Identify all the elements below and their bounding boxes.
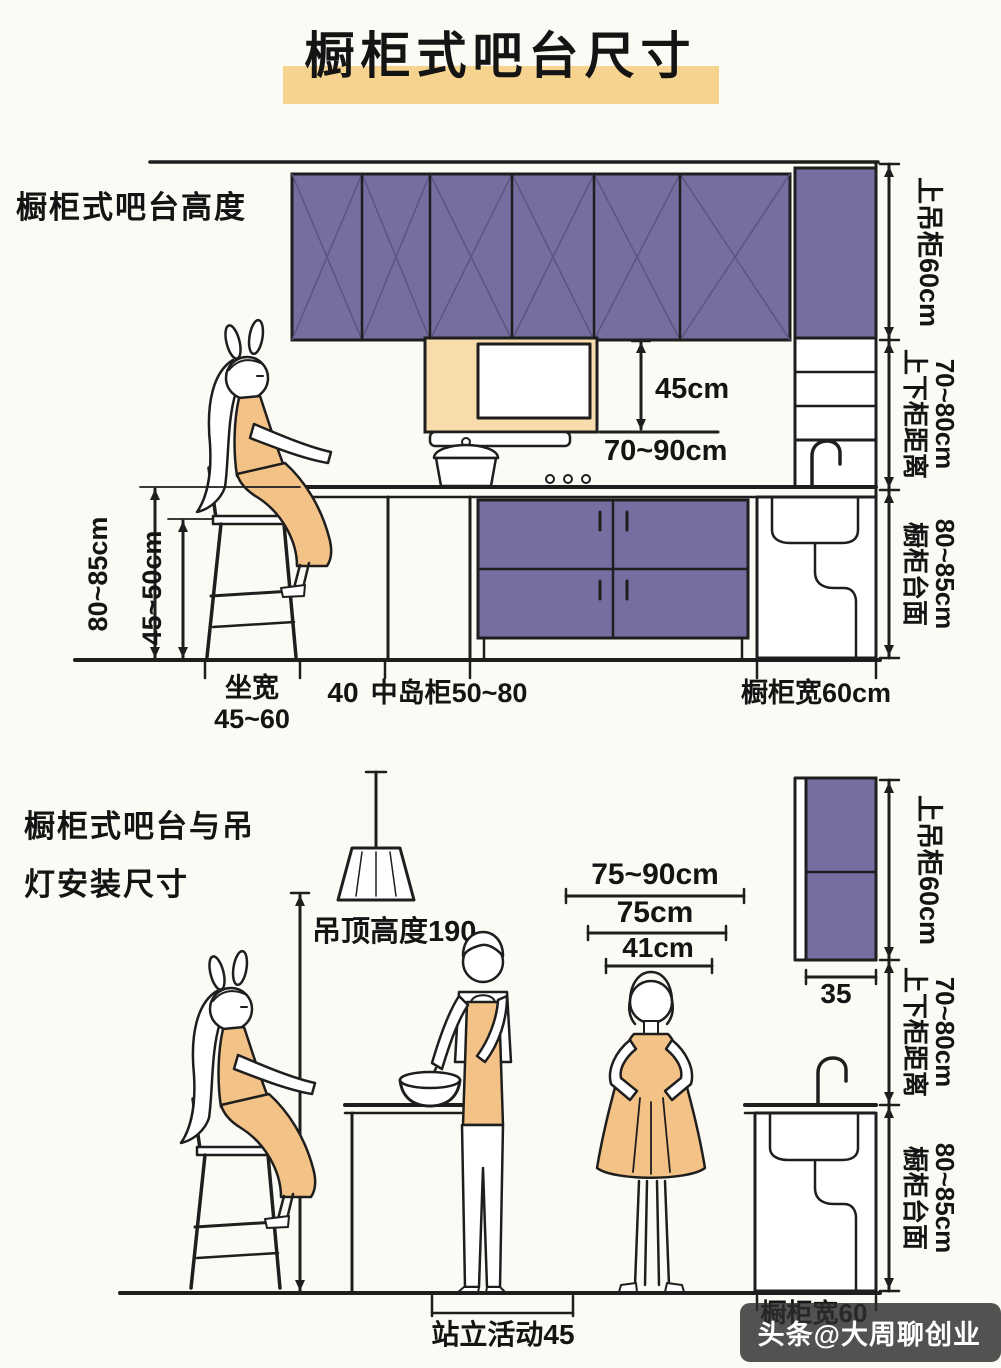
upper-cabinet <box>793 776 878 962</box>
dim-hood-to-counter: 70~90cm <box>598 430 727 467</box>
page-title: 橱柜式吧台尺寸 <box>304 28 697 84</box>
shoe <box>618 1282 638 1293</box>
arm <box>248 422 333 465</box>
section2-heading-line1: 橱柜式吧台与吊 <box>24 809 255 844</box>
sink-unit <box>743 1056 878 1293</box>
pendant-lamp <box>336 770 416 902</box>
dim-countertop-value: 80~85cm <box>930 1143 960 1254</box>
dim-gap-value: 70~80cm <box>930 359 960 470</box>
dim-seat-height-label: 45~50cm <box>137 531 167 646</box>
base-cabinets <box>476 498 750 660</box>
bunny-ear <box>224 324 242 360</box>
dim-cabinet-depth-label: 35 <box>820 978 851 1009</box>
island-support <box>386 495 472 660</box>
dim-gap-label: 上下柜距离 <box>900 349 930 479</box>
dim-countertop-label: 橱柜台面 <box>900 1146 930 1250</box>
dim-hood-height-label: 45cm <box>655 373 729 405</box>
watermark-badge: 头条@大周聊创业 <box>739 1303 1001 1362</box>
dim-seat-width-value: 45~60 <box>214 704 290 734</box>
section1-heading: 橱柜式吧台高度 <box>16 190 247 225</box>
island-counter <box>343 1103 482 1293</box>
stool-footrest <box>209 589 294 598</box>
cooktop-knob <box>581 474 591 484</box>
dim-countertop-label: 橱柜台面 <box>900 522 930 626</box>
dim-island-depth-label: 中岛柜50~80 <box>371 677 528 708</box>
hair <box>461 930 505 958</box>
faucet <box>810 439 842 489</box>
arm <box>430 994 470 1071</box>
dim-width-range-label: 75~90cm <box>591 858 719 891</box>
dim-knee-gap-label: 40 <box>327 677 358 708</box>
section2-heading: 橱柜式吧台与吊 灯安装尺寸 <box>24 798 255 914</box>
legs <box>633 1179 671 1287</box>
dim-cabinet-width-label: 橱柜宽60cm <box>741 677 891 708</box>
dim-seat-width-label: 坐宽 <box>225 672 279 703</box>
man-figure <box>426 930 513 1294</box>
dim-bottom-row: 坐宽 45~60 40 中岛柜50~80 橱柜宽60cm <box>203 660 891 734</box>
dim-gap-value: 70~80cm <box>930 977 960 1088</box>
cooktop-knob <box>563 474 573 484</box>
dim-upper-cabinet-label: 上吊柜60cm <box>914 795 944 945</box>
dim-hood-to-counter-label: 70~90cm <box>604 435 727 467</box>
arm <box>608 1038 639 1102</box>
dim-stool-total-height: 80~85cm <box>83 486 301 660</box>
shoe <box>664 1282 685 1293</box>
drain-pipe <box>813 1158 858 1291</box>
dim-ceiling-height: 吊顶高度190 <box>289 891 476 1293</box>
arm <box>475 994 509 1064</box>
girl-on-stool-figure <box>195 318 333 659</box>
range-hood <box>423 336 599 448</box>
girl-on-stool-figure <box>179 948 317 1290</box>
cabinet-handles <box>598 510 629 601</box>
section2-diagram: 吊顶高度190 75~90cm 75cm 41cm 35 <box>118 770 960 1350</box>
upper-cabinets <box>290 172 792 342</box>
title-highlight <box>282 66 719 104</box>
section2-heading-line2: 灯安装尺寸 <box>24 867 189 902</box>
dim-seat-height: 45~50cm <box>137 518 213 660</box>
page-title-wrap: 橱柜式吧台尺寸 <box>0 26 1001 104</box>
woman-figure <box>595 970 707 1293</box>
dim-standing-zone: 站立活动45 <box>430 1294 575 1350</box>
skirt <box>235 461 333 568</box>
dim-cabinet-depth: 35 <box>804 968 878 1009</box>
head <box>628 979 674 1025</box>
shoe <box>280 584 306 598</box>
dim-countertop-value: 80~85cm <box>930 519 960 630</box>
legs <box>460 1123 505 1289</box>
dim-hood-height: 45cm <box>630 339 729 431</box>
dim-widths: 75~90cm 75cm 41cm <box>564 858 746 975</box>
dim-right-column: 上吊柜60cm 上下柜距离 70~80cm 橱柜台面 80~85cm <box>878 162 960 660</box>
arm <box>663 1038 694 1102</box>
hair <box>627 970 675 1026</box>
dim-width-41-label: 41cm <box>622 932 694 963</box>
dim-width-75-label: 75cm <box>617 896 694 929</box>
dim-upper-cabinet-label: 上吊柜60cm <box>914 177 944 327</box>
mixing-bowl <box>398 1070 462 1108</box>
cooktop-knob <box>545 474 555 484</box>
faucet <box>816 1056 848 1107</box>
dim-ceiling-height-label: 吊顶高度190 <box>312 915 476 948</box>
bunny-ear <box>247 318 265 356</box>
drain-pipe <box>813 541 858 658</box>
dim-gap-label: 上下柜距离 <box>900 967 930 1097</box>
dim-right-column: 上吊柜60cm 上下柜距离 70~80cm 橱柜台面 80~85cm <box>878 778 960 1293</box>
dim-stool-total-height-label: 80~85cm <box>83 517 113 632</box>
hair <box>195 358 238 514</box>
dim-standing-zone-label: 站立活动45 <box>431 1318 574 1350</box>
tall-cabinet <box>793 166 878 489</box>
section1-diagram: 45cm 70~90cm <box>73 160 960 734</box>
